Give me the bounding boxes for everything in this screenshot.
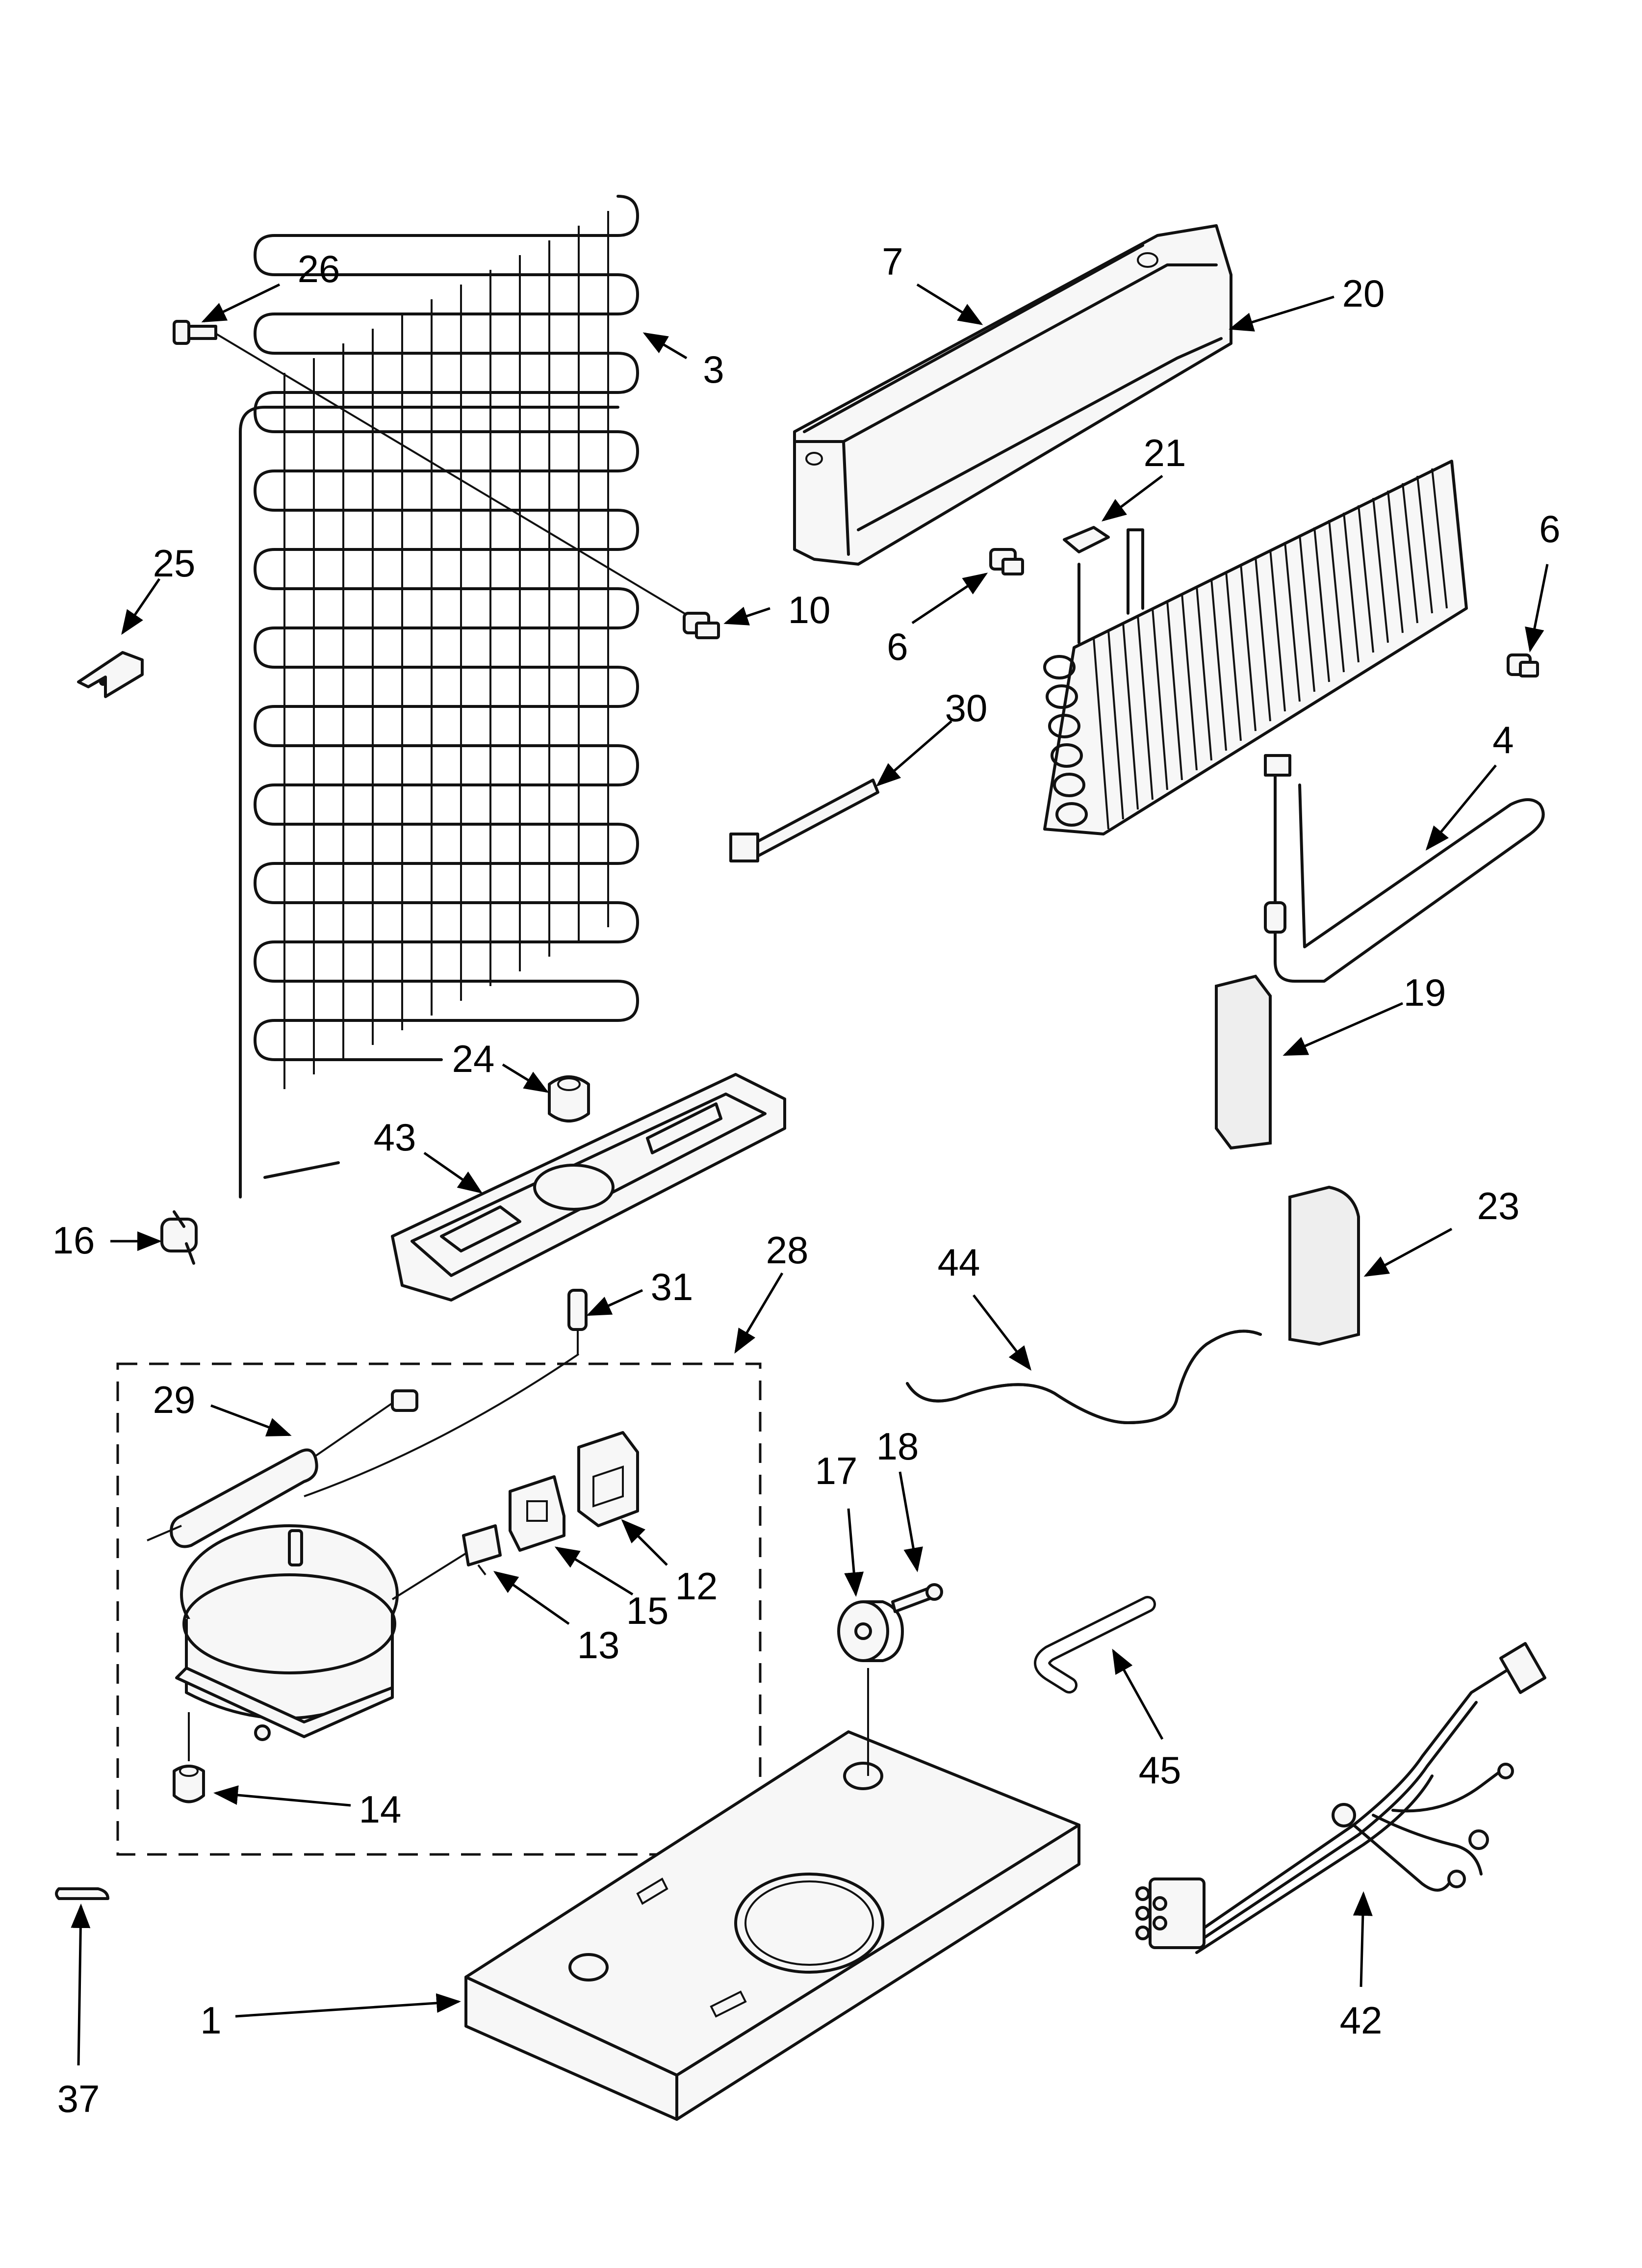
grommet-24	[548, 1075, 590, 1122]
screw-10	[683, 612, 720, 639]
drier-29	[147, 1353, 580, 1548]
screw-6-left	[989, 548, 1024, 575]
callout-31: 31	[651, 1265, 693, 1308]
callout-29: 29	[153, 1378, 196, 1421]
callout-30: 30	[945, 686, 988, 730]
clip-16	[160, 1210, 198, 1265]
drain-tube-31	[567, 1289, 588, 1354]
callout-20: 20	[1342, 272, 1385, 315]
callout-13: 13	[577, 1623, 620, 1667]
callout-17: 17	[815, 1449, 858, 1492]
callout-44: 44	[938, 1241, 980, 1284]
callout-25: 25	[153, 542, 196, 585]
condenser-screw-26	[173, 320, 697, 622]
callout-10: 10	[788, 588, 831, 631]
callout-14: 14	[359, 1788, 402, 1831]
roller-17	[837, 1600, 904, 1662]
callout-1: 1	[200, 1999, 221, 2042]
callout-19: 19	[1404, 971, 1446, 1014]
callout-18: 18	[876, 1425, 919, 1468]
start-relay-15	[509, 1475, 565, 1552]
callout-12: 12	[675, 1564, 718, 1608]
screw-6-right	[1507, 653, 1539, 678]
condenser-coil	[239, 195, 639, 1199]
wiring-harness-42	[1135, 1642, 1546, 1954]
relay-cover-12	[577, 1431, 639, 1527]
drain-pan-43	[391, 1073, 786, 1302]
compressor-assembly-28-outline	[116, 1362, 762, 1856]
callout-26: 26	[298, 247, 340, 290]
callout-6-left: 6	[887, 625, 908, 668]
tube-44	[906, 1330, 1262, 1424]
callout-labels: 26 3 25 10 7 20 21 6 6 30 4 19 24 43 16 …	[52, 240, 1561, 2120]
callout-15: 15	[626, 1589, 669, 1632]
clip-21	[1063, 526, 1110, 553]
bracket-25	[77, 651, 144, 698]
clip-37	[55, 1887, 109, 1900]
evaporator-coil	[1043, 460, 1468, 835]
callout-43: 43	[374, 1116, 416, 1159]
compressor	[175, 1524, 472, 1741]
callout-42: 42	[1340, 1999, 1383, 2042]
callout-7: 7	[882, 240, 903, 283]
foam-block-23	[1288, 1185, 1360, 1346]
defrost-heater-4	[1264, 754, 1545, 983]
callout-21: 21	[1144, 431, 1186, 474]
callout-16: 16	[52, 1219, 95, 1262]
base-pan-1	[464, 1668, 1080, 2121]
axle-pin-18	[891, 1583, 943, 1613]
evaporator-cover-7	[793, 224, 1232, 566]
callout-28: 28	[766, 1228, 809, 1272]
foam-block-19	[1215, 974, 1272, 1150]
overload-clip-13	[462, 1524, 502, 1576]
callout-45: 45	[1139, 1748, 1181, 1792]
callout-6-right: 6	[1539, 507, 1560, 550]
leader-lines	[71, 283, 1549, 2066]
callout-37: 37	[57, 2077, 100, 2120]
elbow-tube-45	[1034, 1596, 1156, 1694]
callout-23: 23	[1477, 1184, 1520, 1227]
cable-tie-30	[729, 779, 879, 862]
callout-3: 3	[703, 348, 724, 391]
grommet-14	[173, 1712, 205, 1803]
callout-24: 24	[452, 1037, 495, 1080]
callout-4: 4	[1492, 718, 1514, 761]
